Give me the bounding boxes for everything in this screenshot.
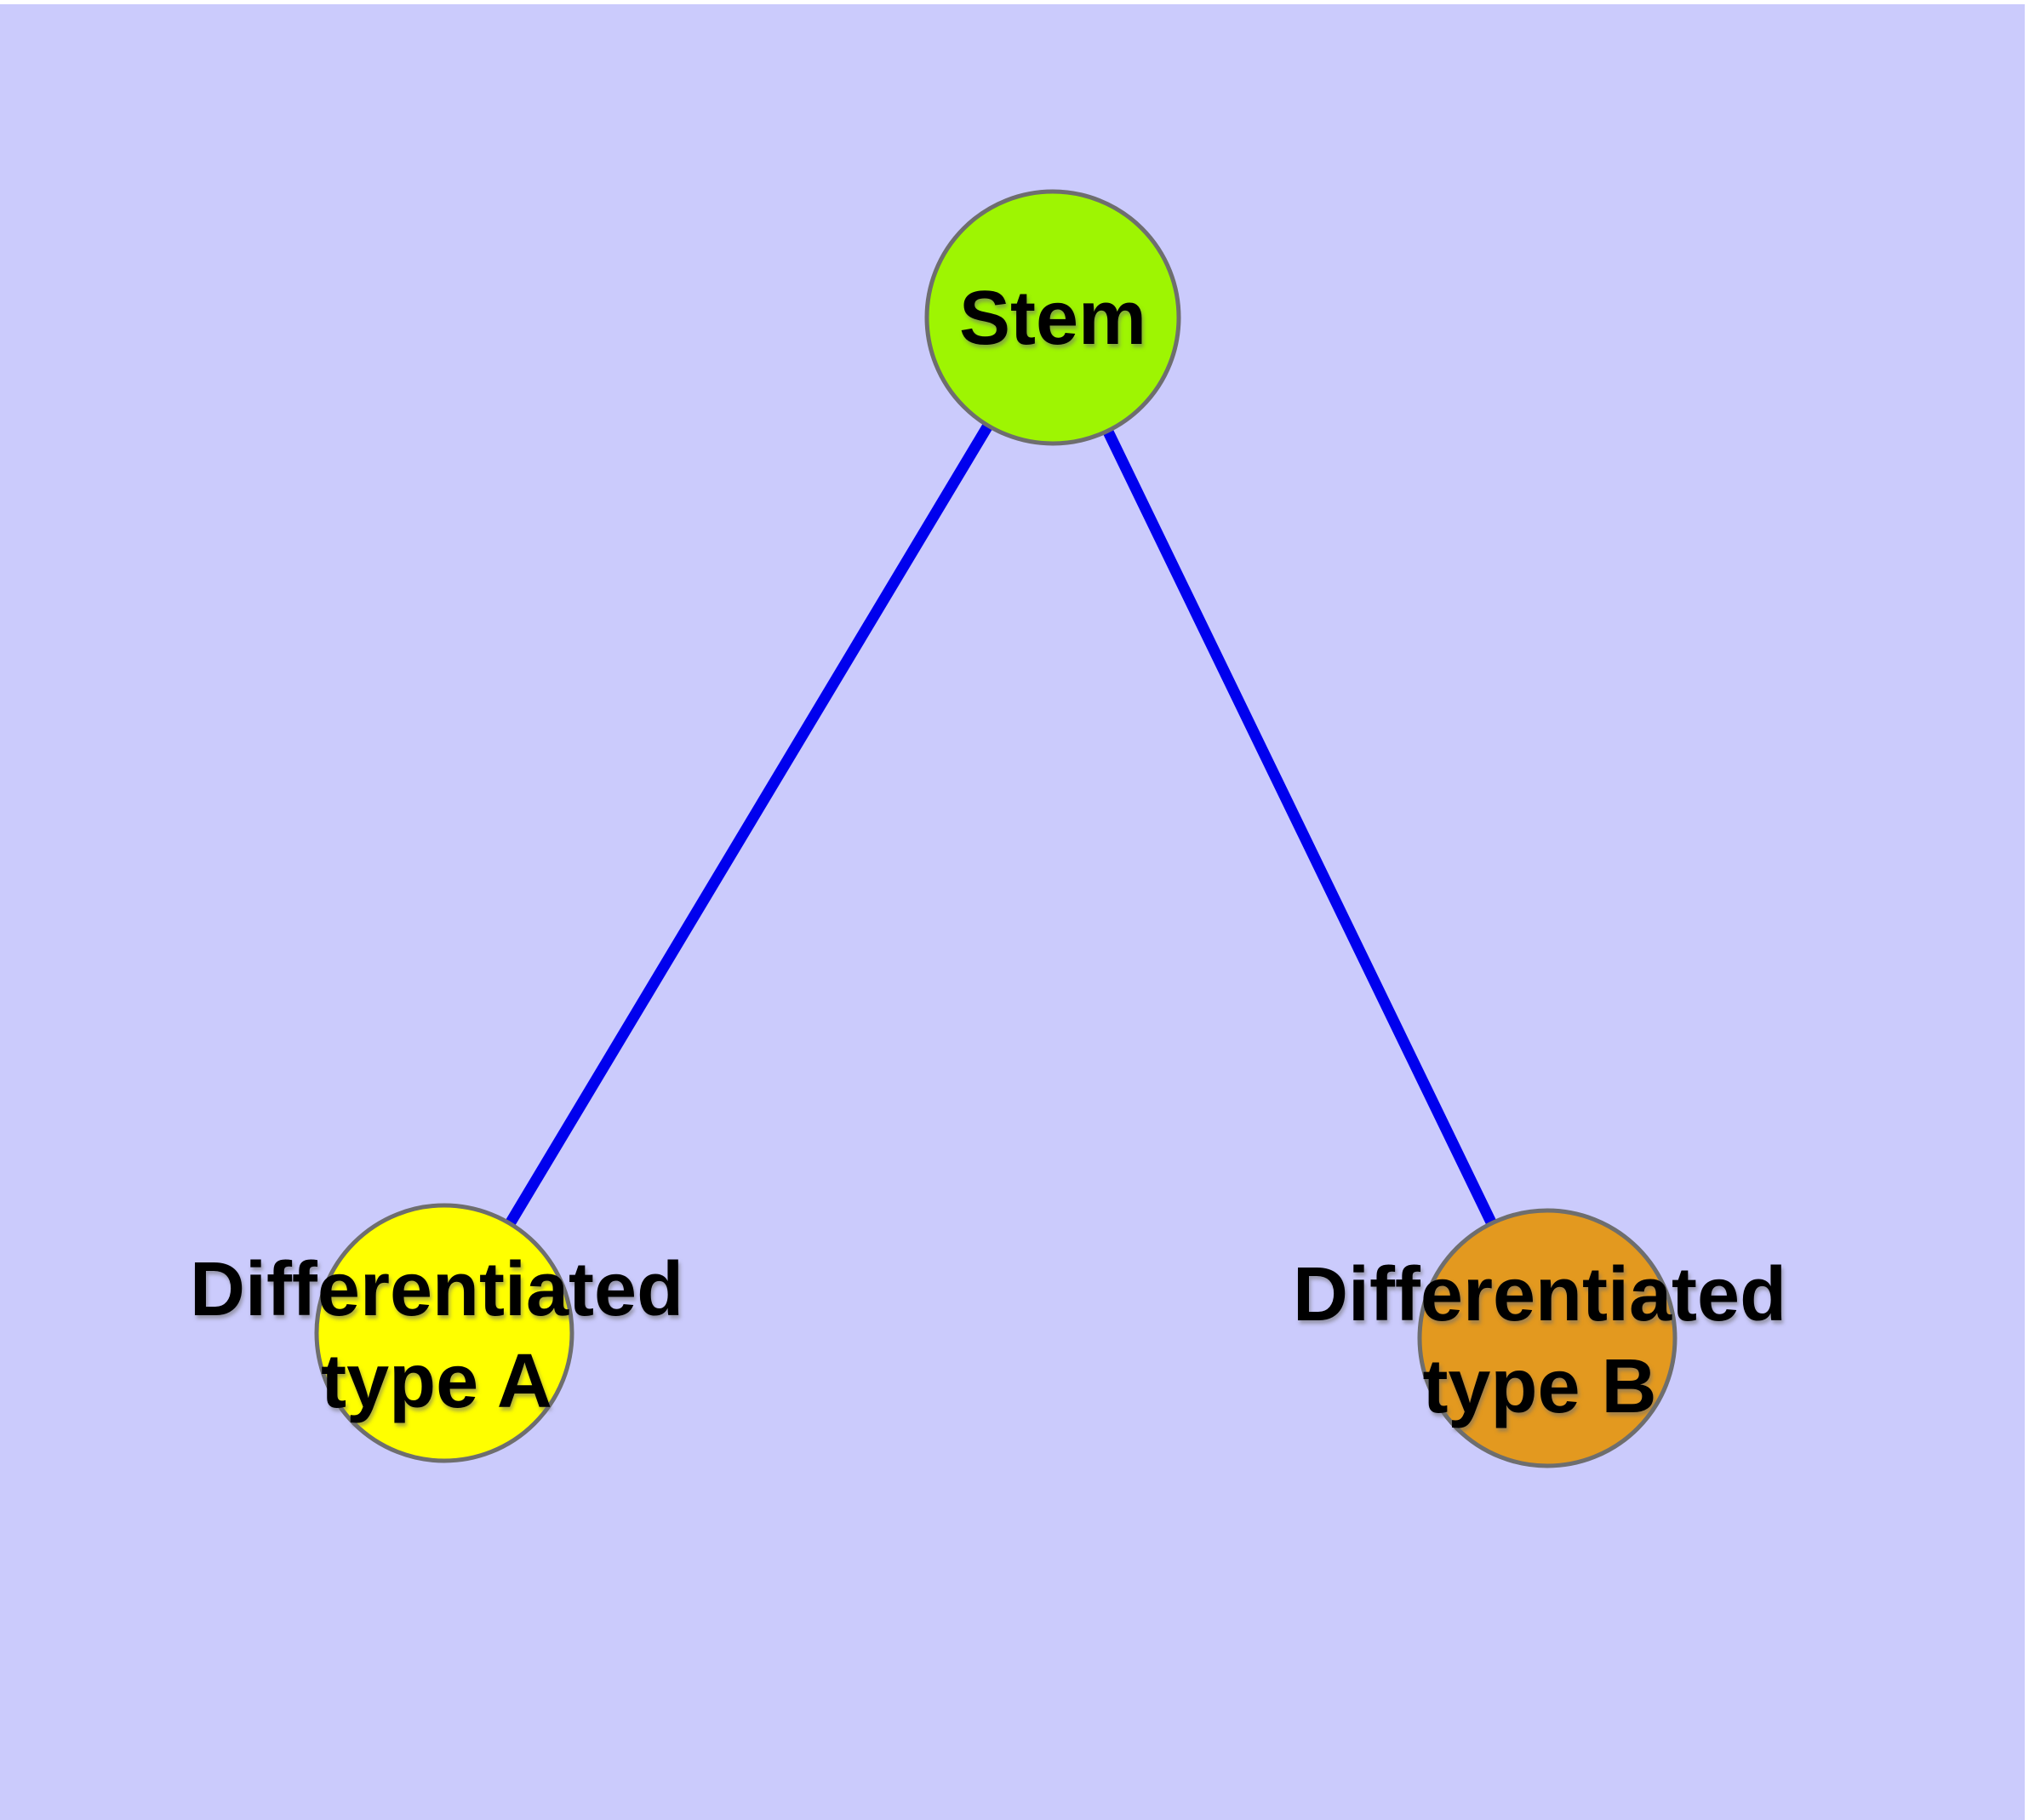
edge-stem-to-type-b <box>1048 315 1552 1341</box>
node-type-b <box>1417 1208 1677 1468</box>
node-stem <box>924 189 1181 446</box>
node-type-a <box>314 1203 574 1463</box>
edge-stem-to-type-a <box>439 314 1058 1336</box>
